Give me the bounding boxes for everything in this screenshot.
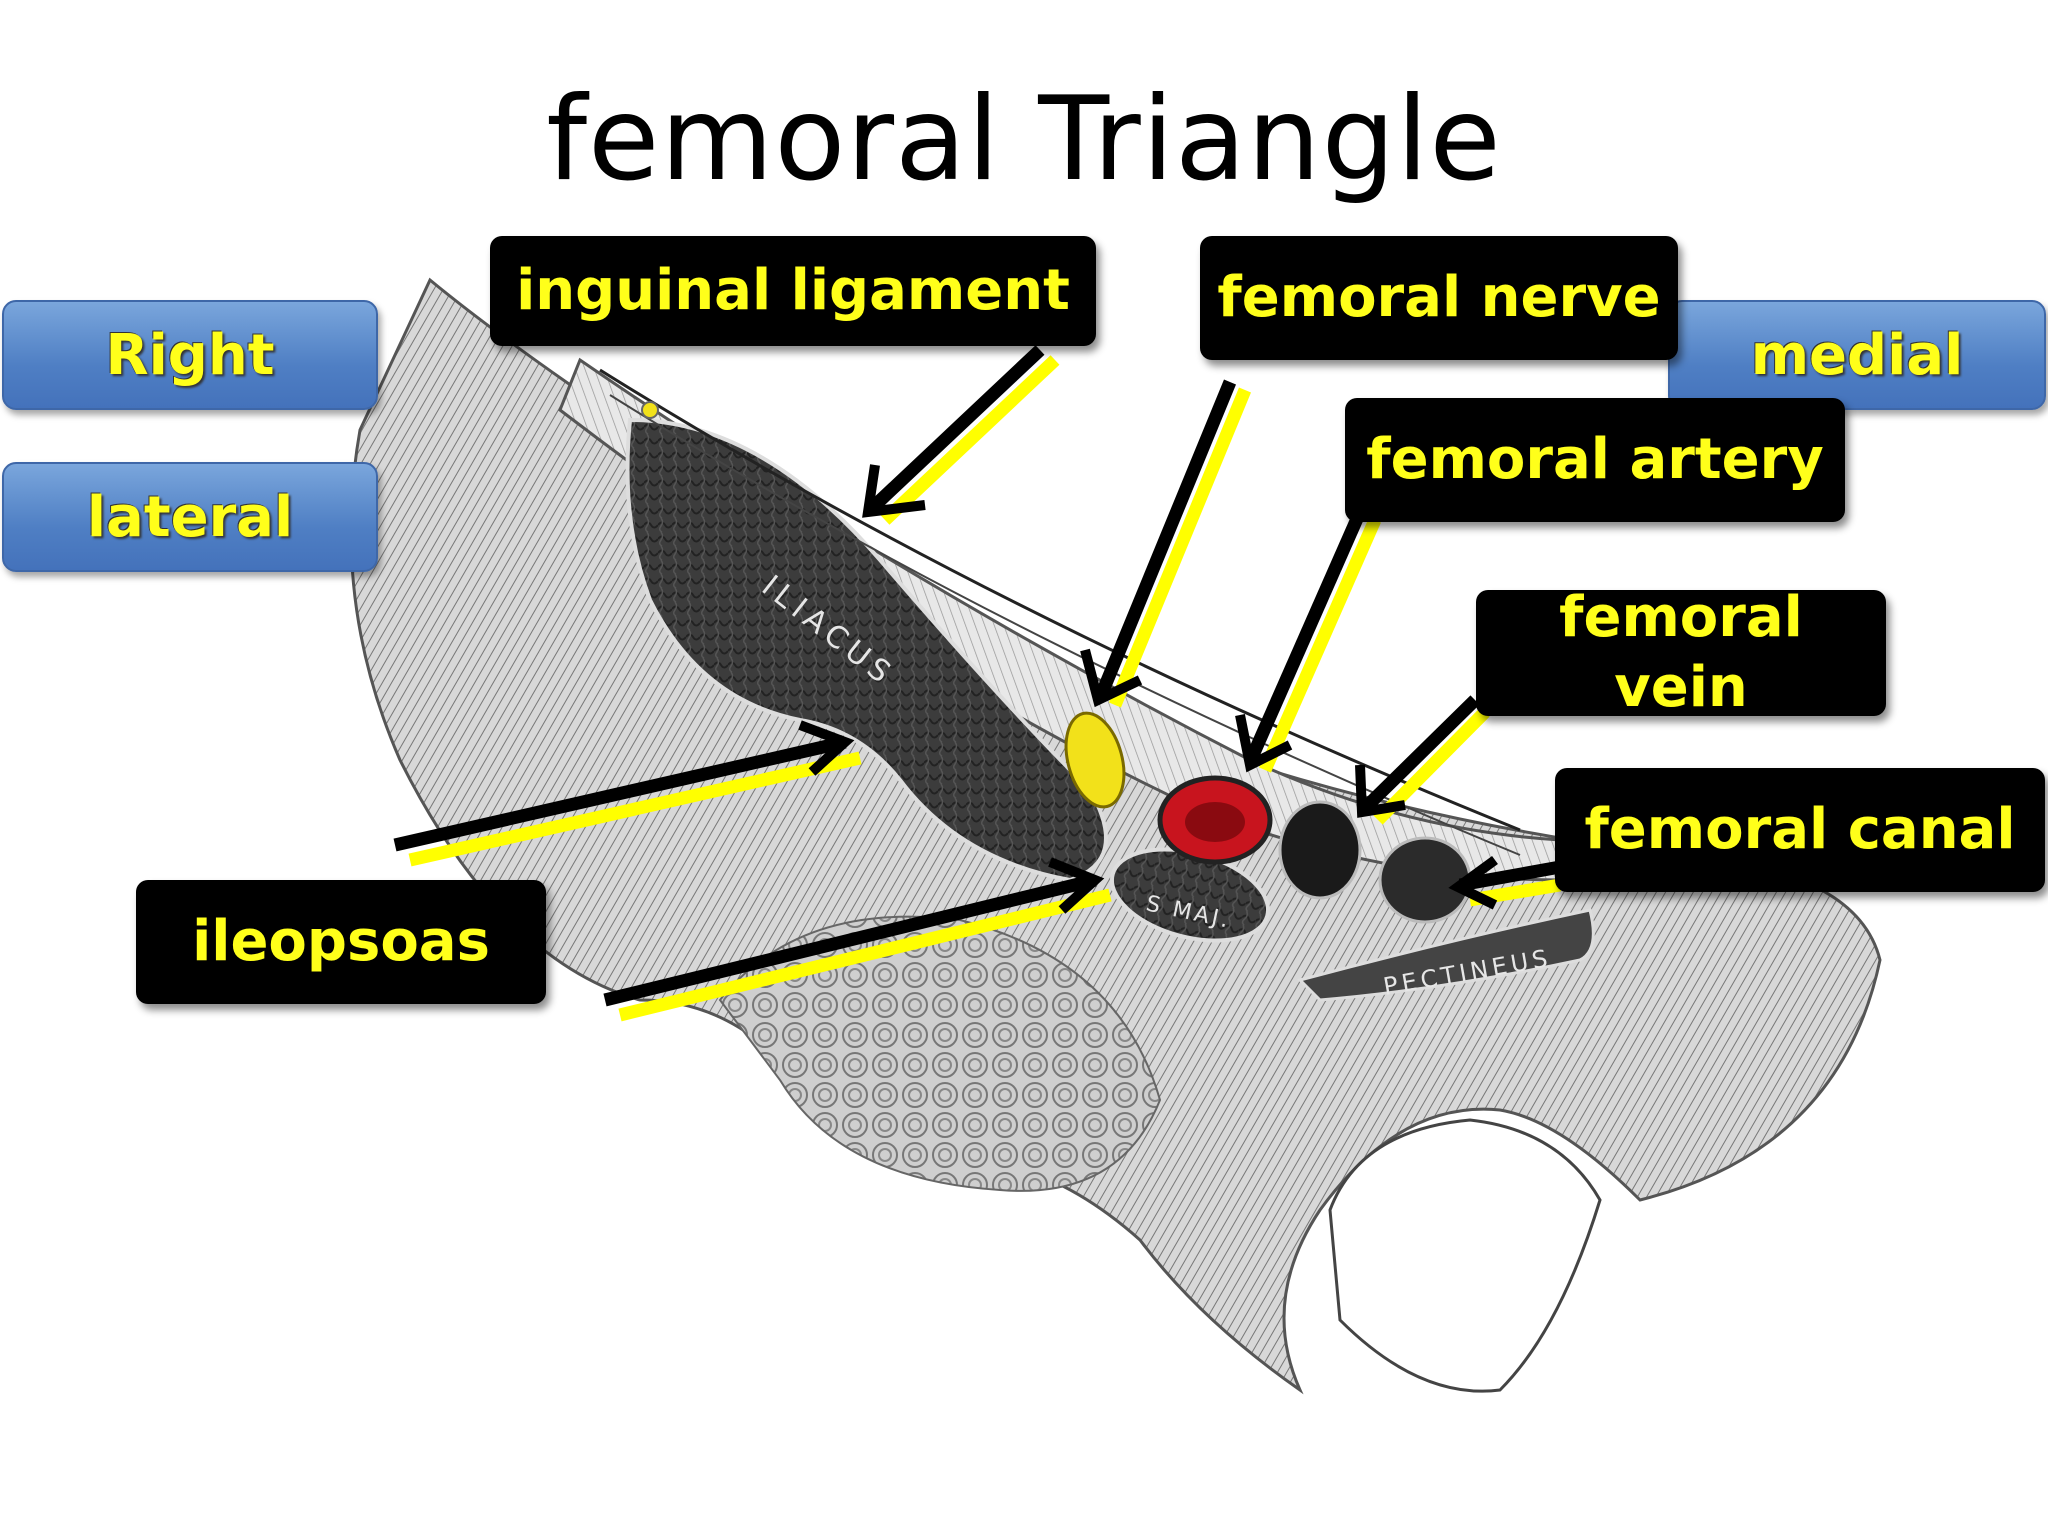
- femoral-vein-shape: [1278, 800, 1362, 900]
- pectineus-muscle: [1297, 908, 1595, 1002]
- arrow-femoral-canal: [1448, 855, 1562, 910]
- label-ileopsoas: ileopsoas: [136, 880, 546, 1004]
- ischium-shape: [718, 915, 1162, 1192]
- arrow-inguinal-ligament: [862, 345, 1060, 525]
- arrow-ileopsoas-lower: [603, 857, 1112, 1022]
- femoral-canal-shape: [1378, 836, 1472, 924]
- label-femoral-artery: femoral artery: [1345, 398, 1845, 522]
- orientation-lateral-tag: lateral: [2, 462, 378, 572]
- slide-title: femoral Triangle: [546, 72, 1502, 207]
- label-femoral-vein-line2: vein: [1614, 655, 1748, 720]
- orientation-medial-tag: medial: [1668, 300, 2046, 410]
- small-yellow-dot: [641, 401, 659, 419]
- inguinal-ligament-line: [599, 368, 1521, 832]
- arrow-femoral-vein: [1355, 695, 1490, 825]
- iliacus-muscle: [625, 417, 1108, 883]
- label-inguinal-ligament: inguinal ligament: [490, 236, 1096, 346]
- obturator-foramen: [1328, 1118, 1602, 1393]
- orientation-right-tag: Right: [2, 300, 378, 410]
- arrow-femoral-nerve: [1080, 379, 1252, 708]
- femoral-nerve-shape: [1064, 711, 1126, 809]
- arrow-ileopsoas-upper: [393, 720, 862, 867]
- label-femoral-nerve: femoral nerve: [1200, 236, 1678, 360]
- arrow-femoral-artery: [1235, 509, 1381, 773]
- label-femoral-canal: femoral canal: [1555, 768, 2045, 892]
- label-femoral-vein: femoral vein: [1476, 585, 1886, 720]
- artery-lumen: [1185, 802, 1245, 842]
- label-femoral-vein-line1: femoral: [1559, 585, 1803, 650]
